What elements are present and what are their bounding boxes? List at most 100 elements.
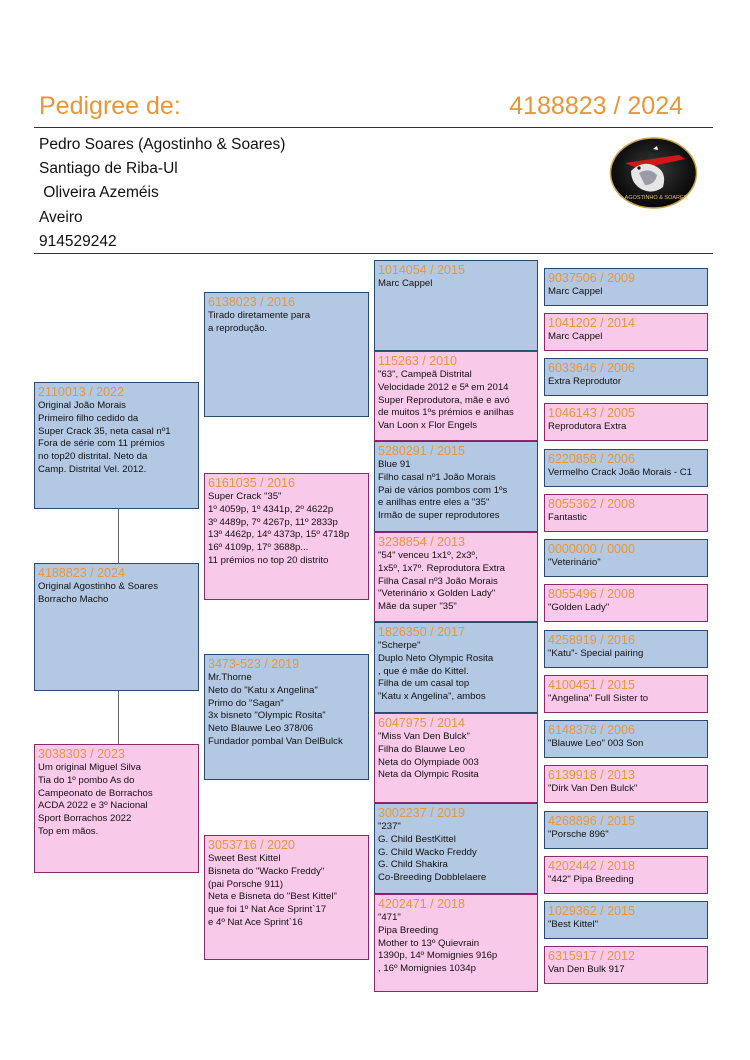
pedigree-note: "Katu x Angelina", ambos	[378, 691, 486, 703]
pedigree-box-g5-3: 6033646 / 2006 Extra Reprodutor	[544, 358, 708, 396]
ring-id: 1041202 / 2014	[548, 316, 635, 330]
pedigree-box-subject: 4188823 / 2024 Original Agostinho & Soar…	[34, 563, 199, 691]
ring-id: 4100451 / 2015	[548, 678, 635, 692]
ring-id: 9037506 / 2009	[548, 271, 635, 285]
pedigree-box-g5-7: 0000000 / 0000 "Veterinário"	[544, 539, 708, 577]
owner-address: Santiago de Riba-Ul	[39, 160, 178, 178]
ring-id: 3238854 / 2013	[378, 535, 465, 549]
pedigree-note: Neta da Olympic Rosita	[378, 769, 479, 781]
pedigree-note: Duplo Neto Olympic Rosita	[378, 652, 494, 664]
pedigree-note: Camp. Distrital Vel. 2012.	[38, 463, 147, 475]
ring-id: 4268896 / 2015	[548, 814, 635, 828]
pedigree-note: "Best Kittel"	[548, 919, 599, 930]
ring-id: 3002237 / 2019	[378, 806, 465, 820]
pedigree-box-sire: 2110013 / 2022 Original João Morais Prim…	[34, 382, 199, 509]
pedigree-note: que foi 1º Nat Ace Sprint`17	[208, 904, 327, 916]
pedigree-note: Neto Blauwe Leo 378/06	[208, 723, 314, 735]
pedigree-note: Marc Cappel	[548, 331, 603, 342]
ring-id: 1826350 / 2017	[378, 625, 465, 639]
pedigree-box-g5-15: 1029362 / 2015 "Best Kittel"	[544, 901, 708, 939]
pedigree-note: Sport Borrachos 2022	[38, 813, 132, 825]
pedigree-note: Neto do "Katu x Angelina"	[208, 684, 318, 696]
pedigree-note: e anilhas entre eles a "35"	[378, 497, 490, 509]
pedigree-box-ssd: 115263 / 2010 "63", Campeã Distrital Vel…	[374, 351, 538, 441]
pedigree-note: 3x bisneto "Olympic Rosita"	[208, 710, 326, 722]
ring-id: 1046143 / 2005	[548, 406, 635, 420]
ring-id: 6138023 / 2016	[208, 295, 295, 309]
ring-id: 4202442 / 2018	[548, 859, 635, 873]
pedigree-note: "471"	[378, 912, 401, 923]
pedigree-note: "Golden Lady"	[548, 602, 610, 613]
pedigree-note: Pai de vários pombos com 1ºs	[378, 484, 508, 496]
pedigree-box-g5-9: 4258919 / 2016 "Katu"- Special pairing	[544, 630, 708, 668]
pedigree-box-ddd: 4202471 / 2018 "471" Pipa Breeding Mothe…	[374, 894, 538, 992]
pedigree-box-g5-11: 6148378 / 2006 "Blauwe Leo" 003 Son	[544, 720, 708, 758]
ring-id: 6161035 / 2016	[208, 476, 295, 490]
pedigree-note: Mother to 13º Quievrain	[378, 937, 480, 949]
pedigree-note: Um original Miguel Silva	[38, 762, 141, 773]
pedigree-box-g5-6: 8055362 / 2008 Fantastic	[544, 494, 708, 532]
pedigree-note: "Blauwe Leo" 003 Son	[548, 738, 644, 749]
pedigree-note: Vermelho Crack João Morais - C1	[548, 467, 692, 478]
ring-id: 4188823 / 2024	[38, 566, 125, 580]
pedigree-note: e 4º Nat Ace Sprint`16	[208, 916, 303, 928]
pedigree-note: Bisneta do "Wacko Freddy"	[208, 865, 325, 877]
pedigree-note: "Scherpe"	[378, 640, 421, 651]
ring-id: 5280291 / 2015	[378, 444, 465, 458]
pedigree-box-g5-14: 4202442 / 2018 "442" Pipa Breeding	[544, 856, 708, 894]
pedigree-note: Marc Cappel	[548, 286, 603, 297]
pedigree-note: "Veterinário x Golden Lady"	[378, 588, 496, 600]
ring-id: 1014054 / 2015	[378, 263, 465, 277]
pedigree-note: Fantastic	[548, 512, 587, 523]
pedigree-note: de muitos 1ºs prémios e anilhas	[378, 407, 514, 419]
pedigree-note: Super Crack 35, neta casal nº1	[38, 425, 171, 437]
pedigree-box-sds: 5280291 / 2015 Blue 91 Filho casal nº1 J…	[374, 441, 538, 532]
pedigree-box-dss: 1826350 / 2017 "Scherpe" Duplo Neto Olym…	[374, 622, 538, 713]
ring-number: 4188823 / 2024	[509, 92, 683, 120]
pedigree-box-sd: 6161035 / 2016 Super Crack "35" 1º 4059p…	[204, 473, 369, 600]
ring-id: 4202471 / 2018	[378, 897, 465, 911]
pedigree-note: "54" venceu 1x1º, 2x3º,	[378, 550, 478, 561]
pedigree-note: Irmão de super reprodutores	[378, 510, 500, 522]
pedigree-note: Neta e Bisneta do "Best Kittel"	[208, 891, 337, 903]
pedigree-note: Neta do Olympiade 003	[378, 756, 479, 768]
pedigree-note: ACDA 2022 e 3º Nacional	[38, 800, 148, 812]
pedigree-note: G. Child Shakira	[378, 859, 448, 871]
ring-id: 6220858 / 2006	[548, 452, 635, 466]
pedigree-note: a reprodução.	[208, 322, 268, 334]
pedigree-note: Sweet Best Kittel	[208, 853, 281, 864]
pedigree-note: 16º 4109p, 17º 3688p...	[208, 542, 309, 554]
pedigree-note: 1390p, 14º Momignies 916p	[378, 950, 498, 962]
pedigree-note: Campeonato de Borrachos	[38, 787, 153, 799]
pedigree-note: Fora de série com 11 prémios	[38, 438, 165, 450]
pedigree-note: 11 prémios no top 20 distrito	[208, 554, 329, 566]
ring-id: 6148378 / 2006	[548, 723, 635, 737]
pedigree-note: "Miss Van Den Bulck"	[378, 731, 470, 742]
ring-id: 2110013 / 2022	[38, 385, 124, 399]
ring-id: 6139918 / 2013	[548, 768, 635, 782]
pedigree-note: "Veterinário"	[548, 557, 601, 568]
pedigree-box-sdd: 3238854 / 2013 "54" venceu 1x1º, 2x3º, 1…	[374, 532, 538, 622]
pedigree-note: Original João Morais	[38, 400, 126, 411]
ring-id: 8055496 / 2008	[548, 587, 635, 601]
page-title: Pedigree de:	[39, 92, 181, 120]
pedigree-note: Mãe da super "35"	[378, 601, 457, 613]
pedigree-box-ss: 6138023 / 2016 Tirado diretamente para a…	[204, 292, 369, 417]
pedigree-note: 1º 4059p, 1º 4341p, 2º 4622p	[208, 503, 334, 515]
pedigree-box-sss: 1014054 / 2015 Marc Cappel	[374, 260, 538, 351]
ring-id: 3473-523 / 2019	[208, 657, 300, 671]
pedigree-box-g5-13: 4268896 / 2015 "Porsche 896"	[544, 811, 708, 849]
pedigree-note: Super Crack "35"	[208, 491, 282, 502]
pedigree-note: Tirado diretamente para	[208, 310, 311, 321]
pedigree-box-g5-1: 9037506 / 2009 Marc Cappel	[544, 268, 708, 306]
pedigree-note: Primeiro filho cedido da	[38, 412, 139, 424]
pedigree-box-g5-16: 6315917 / 2012 Van Den Bulk 917	[544, 946, 708, 984]
pedigree-note: Filha do Blauwe Leo	[378, 743, 465, 755]
pedigree-note: Van Loon x Flor Engels	[378, 420, 478, 432]
ring-id: 6315917 / 2012	[548, 949, 635, 963]
ring-id: 115263 / 2010	[378, 354, 458, 368]
ring-id: 4258919 / 2016	[548, 633, 635, 647]
pedigree-note: "Katu"- Special pairing	[548, 648, 644, 659]
ring-id: 3038303 / 2023	[38, 747, 125, 761]
pedigree-box-dd: 3053716 / 2020 Sweet Best Kittel Bisneta…	[204, 835, 369, 960]
